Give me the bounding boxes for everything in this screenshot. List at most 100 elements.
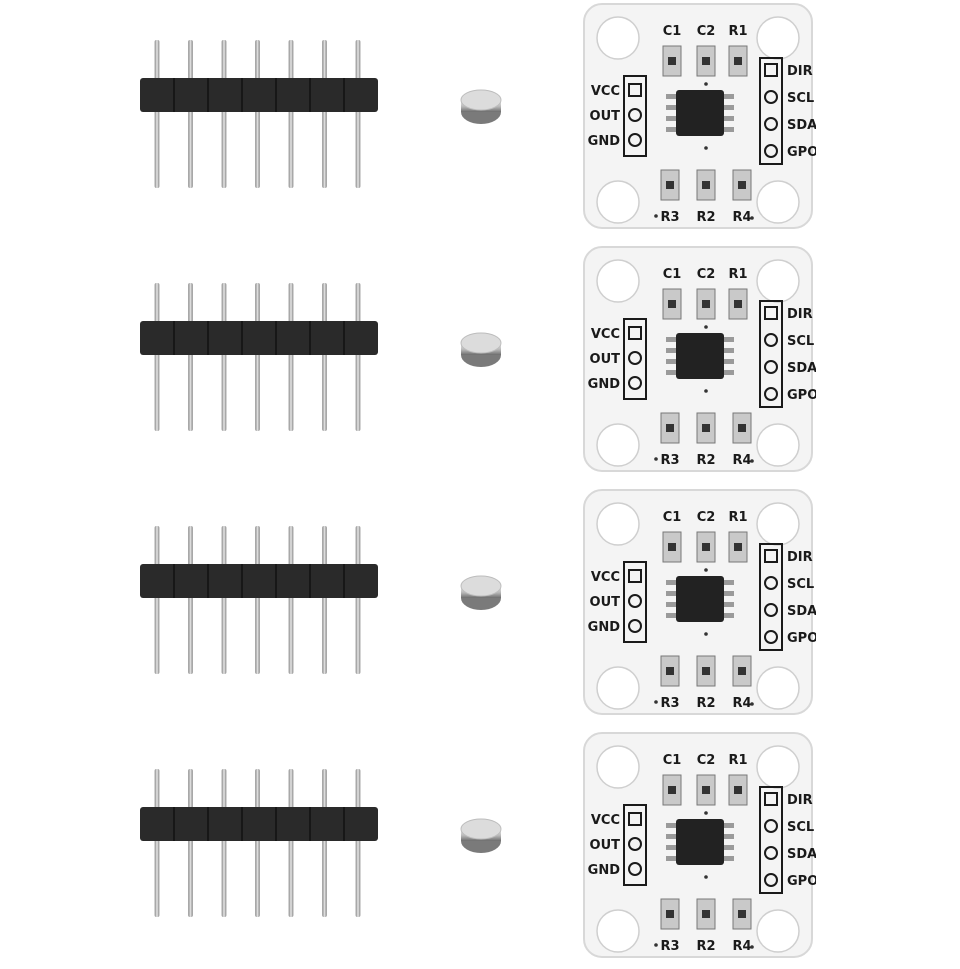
component-label: C1 <box>663 510 682 525</box>
smd-body <box>738 424 746 432</box>
mounting-hole <box>756 666 800 710</box>
square-pad <box>628 569 642 583</box>
square-pad <box>628 326 642 340</box>
ic-pin <box>724 856 734 861</box>
component-label: R1 <box>728 24 747 39</box>
pin-highlight <box>156 40 158 188</box>
round-pad <box>628 619 642 633</box>
component-label: R3 <box>660 696 679 711</box>
silk-dot <box>654 943 658 947</box>
component-label: R2 <box>696 453 715 468</box>
pin1-dot <box>704 389 708 393</box>
ic-pin <box>724 105 734 110</box>
square-pad <box>764 306 778 320</box>
mounting-hole <box>596 745 640 789</box>
round-pad <box>764 90 778 104</box>
smd-body <box>668 786 676 794</box>
mounting-hole <box>756 180 800 224</box>
left-pin-box <box>623 561 647 643</box>
component-label: R1 <box>728 510 747 525</box>
mounting-hole <box>596 180 640 224</box>
ic-pin <box>666 94 676 99</box>
ic-pin <box>666 823 676 828</box>
ic-pin <box>724 580 734 585</box>
round-pad <box>628 862 642 876</box>
round-pad <box>764 630 778 644</box>
smd-body <box>666 424 674 432</box>
ic-chip <box>676 819 724 865</box>
ic-pin <box>666 613 676 618</box>
mounting-hole <box>756 423 800 467</box>
pin1-dot <box>704 811 708 815</box>
round-pad <box>764 360 778 374</box>
right-pin-box <box>759 543 783 651</box>
round-pad <box>628 837 642 851</box>
mounting-hole <box>756 745 800 789</box>
pin-highlight <box>323 526 326 674</box>
magnet-top <box>460 332 502 354</box>
component-label: R4 <box>732 453 751 468</box>
pin-label: SDA <box>787 361 816 376</box>
pin-highlight <box>223 769 225 917</box>
pin-highlight <box>323 769 326 917</box>
round-pad <box>764 873 778 887</box>
round-pad <box>764 576 778 590</box>
round-pad <box>764 333 778 347</box>
pin-highlight <box>256 40 259 188</box>
ic-pin <box>666 580 676 585</box>
ic-pin <box>724 602 734 607</box>
pin-label: GND <box>588 620 621 635</box>
pin-highlight <box>223 526 225 674</box>
ic-pin <box>724 348 734 353</box>
pin-header <box>140 526 378 674</box>
magnet <box>460 332 502 367</box>
pin-highlight <box>290 769 292 917</box>
left-pin-box <box>623 804 647 886</box>
pin-header <box>140 769 378 917</box>
mounting-hole <box>756 502 800 546</box>
component-label: C2 <box>697 753 716 768</box>
pin-highlight <box>323 40 326 188</box>
pin-label: DIR <box>787 550 813 565</box>
pin-label: GPO <box>787 631 816 646</box>
component-label: R4 <box>732 939 751 954</box>
ic-pin <box>724 845 734 850</box>
mounting-hole <box>756 909 800 953</box>
ic-pin <box>724 127 734 132</box>
pin-label: DIR <box>787 64 813 79</box>
smd-body <box>702 424 710 432</box>
pin-label: GND <box>588 134 621 149</box>
component-label: C2 <box>697 510 716 525</box>
pin-label: SDA <box>787 604 816 619</box>
pin-label: OUT <box>590 838 621 853</box>
component-label: C2 <box>697 267 716 282</box>
magnet-top <box>460 575 502 597</box>
component-label: R3 <box>660 453 679 468</box>
smd-body <box>702 910 710 918</box>
smd-body <box>666 910 674 918</box>
silk-dot <box>750 702 754 706</box>
smd-body <box>738 667 746 675</box>
smd-body <box>734 543 742 551</box>
pin1-dot <box>704 82 708 86</box>
component-label: C1 <box>663 753 682 768</box>
pin-highlight <box>256 283 259 431</box>
component-label: R1 <box>728 753 747 768</box>
smd-body <box>702 786 710 794</box>
component-label: R3 <box>660 210 679 225</box>
smd-body <box>668 57 676 65</box>
pin-label: SCL <box>787 91 814 106</box>
magnet <box>460 575 502 610</box>
ic-pin <box>724 359 734 364</box>
ic-pin <box>666 370 676 375</box>
pin-label: OUT <box>590 595 621 610</box>
pin-label: SDA <box>787 847 816 862</box>
silk-dot <box>750 216 754 220</box>
pin-label: GPO <box>787 874 816 889</box>
pin-header <box>140 283 378 431</box>
